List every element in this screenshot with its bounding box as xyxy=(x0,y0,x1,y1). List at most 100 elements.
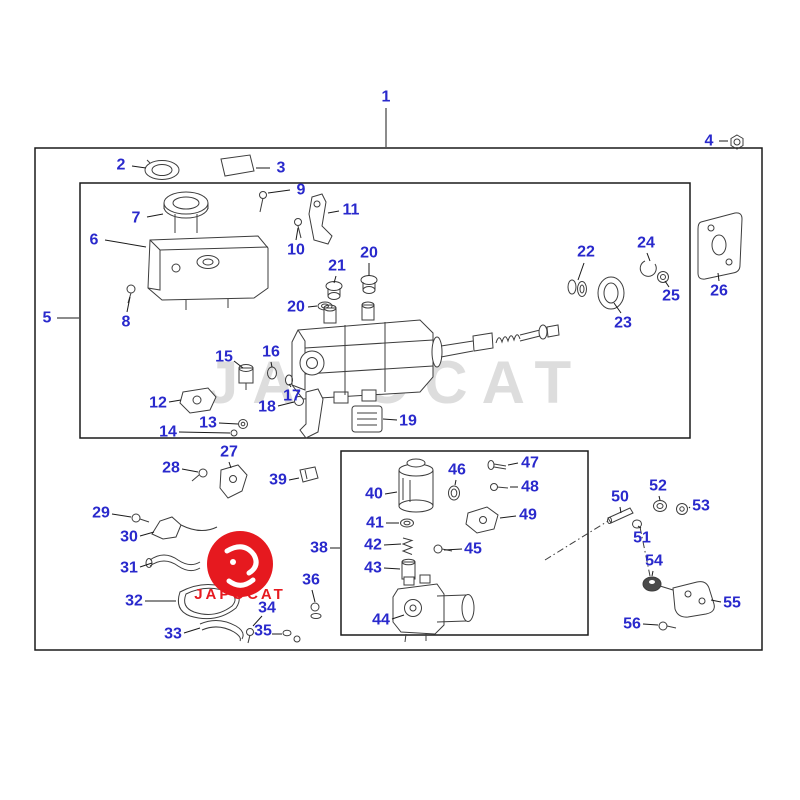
leader-line-7 xyxy=(146,213,164,218)
logo-mark-icon xyxy=(226,577,256,588)
part-number-label-33[interactable]: 33 xyxy=(164,626,182,643)
leader-line-6 xyxy=(104,239,147,248)
part-number-label-2[interactable]: 2 xyxy=(117,157,126,174)
part-number-label-10[interactable]: 10 xyxy=(287,242,305,259)
part-number-label-21[interactable]: 21 xyxy=(328,258,346,275)
part-number-label-3[interactable]: 3 xyxy=(277,160,286,177)
part-number-label-13[interactable]: 13 xyxy=(199,415,217,432)
part-number-label-16[interactable]: 16 xyxy=(262,344,280,361)
part-number-label-18[interactable]: 18 xyxy=(258,399,276,416)
oring-41-drawing xyxy=(400,518,414,528)
part-number-label-12[interactable]: 12 xyxy=(149,395,167,412)
part-number-label-39[interactable]: 39 xyxy=(269,472,287,489)
part-number-label-20[interactable]: 20 xyxy=(360,245,378,262)
part-number-label-38[interactable]: 38 xyxy=(310,540,328,557)
part-number-label-45[interactable]: 45 xyxy=(464,541,482,558)
bracket-55-drawing xyxy=(659,581,715,618)
valve-43-drawing xyxy=(401,558,416,580)
part-number-label-5[interactable]: 5 xyxy=(43,310,52,327)
part-number-label-7[interactable]: 7 xyxy=(132,210,141,227)
connector-19-drawing xyxy=(351,405,383,433)
dash-leader-lines xyxy=(544,520,651,577)
part-number-label-6[interactable]: 6 xyxy=(90,232,99,249)
leader-line-53 xyxy=(688,506,691,509)
part-number-label-46[interactable]: 46 xyxy=(448,462,466,479)
logo-mark-icon xyxy=(224,544,259,576)
part-number-label-34[interactable]: 34 xyxy=(258,600,276,617)
leader-line-25 xyxy=(664,280,670,288)
part-number-label-44[interactable]: 44 xyxy=(372,612,390,629)
logo-text: JAPOCAT xyxy=(194,586,286,603)
part-number-label-25[interactable]: 25 xyxy=(662,288,680,305)
part-number-label-11[interactable]: 11 xyxy=(343,202,360,219)
hose-31-drawing xyxy=(145,554,201,572)
bolt-53-drawing xyxy=(676,503,688,515)
part-number-label-1[interactable]: 1 xyxy=(382,89,391,106)
part-18-drawing xyxy=(294,396,304,406)
boot-23-drawing xyxy=(597,276,625,310)
leader-line-27 xyxy=(228,461,232,469)
part-number-label-53[interactable]: 53 xyxy=(692,498,710,515)
part-number-label-19[interactable]: 19 xyxy=(399,413,417,430)
bolt-47-drawing xyxy=(487,460,507,470)
grommet-20-top-drawing xyxy=(360,275,378,294)
bolt-9-drawing xyxy=(259,191,267,213)
leader-line-50 xyxy=(619,506,622,514)
part-number-label-48[interactable]: 48 xyxy=(521,479,539,496)
part-number-label-8[interactable]: 8 xyxy=(122,314,131,331)
leader-line-13 xyxy=(218,422,239,425)
bracket-11-drawing xyxy=(308,193,333,245)
part-number-label-15[interactable]: 15 xyxy=(215,349,233,366)
leader-line-17 xyxy=(288,383,292,388)
leader-line-39 xyxy=(288,477,300,481)
part-number-label-56[interactable]: 56 xyxy=(623,616,641,633)
leader-line-31 xyxy=(139,562,153,568)
part-number-label-17[interactable]: 17 xyxy=(283,388,301,405)
leader-line-42 xyxy=(383,543,402,546)
part-number-label-35[interactable]: 35 xyxy=(254,623,272,640)
part-number-label-32[interactable]: 32 xyxy=(125,593,143,610)
part-number-label-27[interactable]: 27 xyxy=(220,444,238,461)
part-number-label-55[interactable]: 55 xyxy=(723,595,741,612)
part-number-label-54[interactable]: 54 xyxy=(645,553,663,570)
label-sticker-3-drawing xyxy=(220,154,255,177)
part-number-label-31[interactable]: 31 xyxy=(120,560,138,577)
leader-line-8 xyxy=(126,296,131,313)
leader-line-36 xyxy=(311,589,316,603)
japocat-logo: JAPOCAT xyxy=(194,531,286,603)
part-number-label-40[interactable]: 40 xyxy=(365,486,383,503)
part-number-label-50[interactable]: 50 xyxy=(611,489,629,506)
leader-line-15 xyxy=(233,360,244,369)
bolt-28-drawing xyxy=(191,468,208,482)
grommet-21-drawing xyxy=(325,281,343,300)
washer-36-drawing xyxy=(310,602,322,619)
part-number-label-26[interactable]: 26 xyxy=(710,283,728,300)
part-number-label-36[interactable]: 36 xyxy=(302,572,320,589)
part-number-label-51[interactable]: 51 xyxy=(633,530,651,547)
leader-line-28 xyxy=(181,468,199,473)
part-number-label-43[interactable]: 43 xyxy=(364,560,382,577)
leader-line-11 xyxy=(327,210,340,214)
part-number-label-22[interactable]: 22 xyxy=(577,244,595,261)
part-number-label-41[interactable]: 41 xyxy=(366,515,384,532)
part-number-label-14[interactable]: 14 xyxy=(159,424,177,441)
part-number-label-9[interactable]: 9 xyxy=(297,182,306,199)
part-number-label-23[interactable]: 23 xyxy=(614,315,632,332)
part-number-label-42[interactable]: 42 xyxy=(364,537,382,554)
group-box-master-cylinder-group xyxy=(79,182,691,439)
part-number-label-30[interactable]: 30 xyxy=(120,529,138,546)
lower-bracket-drawing xyxy=(299,388,324,439)
part-number-label-28[interactable]: 28 xyxy=(162,460,180,477)
reservoir-cap-7-drawing xyxy=(163,191,209,219)
accumulator-40-drawing xyxy=(398,458,434,513)
part-number-label-29[interactable]: 29 xyxy=(92,505,110,522)
part-number-label-47[interactable]: 47 xyxy=(521,455,539,472)
part-number-label-4[interactable]: 4 xyxy=(705,133,714,150)
part-number-label-49[interactable]: 49 xyxy=(519,507,537,524)
part-number-label-52[interactable]: 52 xyxy=(649,478,667,495)
part-number-label-24[interactable]: 24 xyxy=(637,235,655,252)
ring-25-drawing xyxy=(657,271,669,283)
push-rod-drawing xyxy=(431,324,560,368)
part-number-label-20[interactable]: 20 xyxy=(287,299,305,316)
master-cylinder-body-drawing xyxy=(291,301,434,404)
